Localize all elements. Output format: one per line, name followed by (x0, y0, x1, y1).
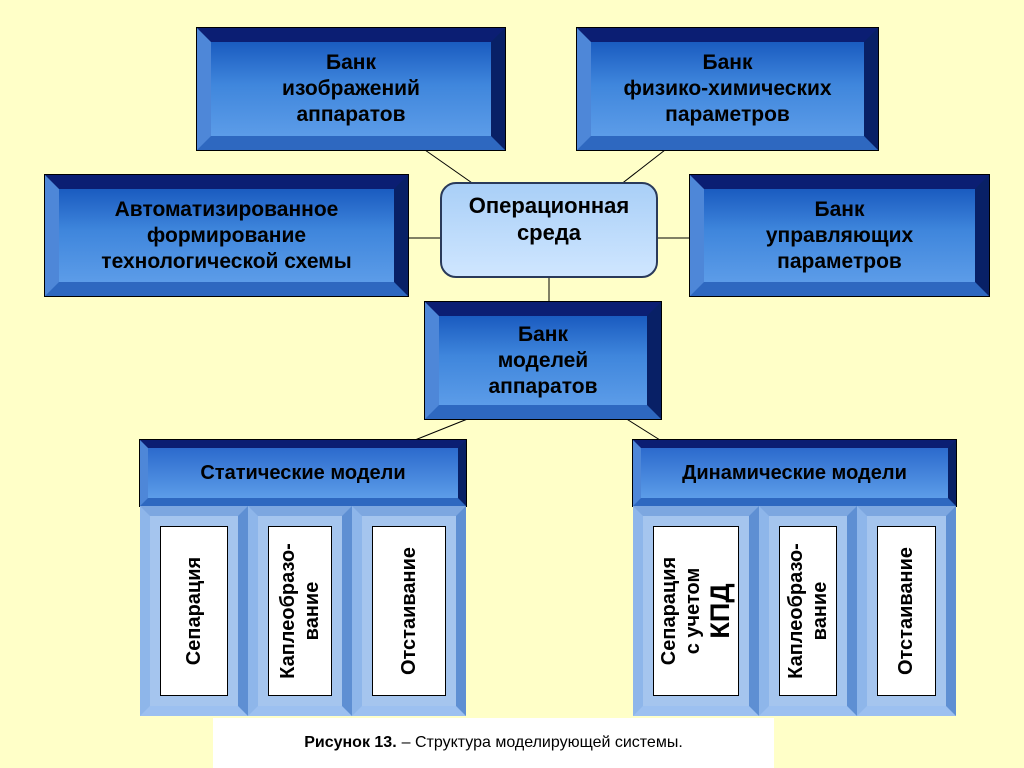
figure-caption: Рисунок 13. – Структура моделирующей сис… (213, 718, 774, 768)
models-bank-box: Банк моделей аппаратов (424, 301, 662, 420)
dynamic-settling-label: Отстаивание (895, 546, 918, 676)
control-bank-box: Банк управляющих параметров (689, 174, 990, 297)
physchem-bank-label: Банк физико-химических параметров (623, 51, 832, 126)
line-models-to-static (414, 417, 471, 441)
operating-environment-box: Операционная среда (440, 182, 658, 278)
control-bank-label: Банк управляющих параметров (765, 197, 914, 273)
line-models-to-dynamic (624, 417, 661, 441)
static-separation-label: Сепарация (183, 556, 205, 666)
static-droplet-cell: Каплеобразо- вание (248, 506, 352, 716)
caption-text: – Структура моделирующей системы. (401, 734, 683, 751)
static-separation-cell: Сепарация (140, 506, 248, 716)
dynamic-models-title: Динамические модели (682, 461, 907, 484)
caption-label: Рисунок 13. (304, 734, 397, 751)
dynamic-separation-cell: Сепарация с учетом КПД (633, 506, 759, 716)
static-models-header: Статические модели (139, 439, 467, 507)
static-models-title: Статические модели (200, 461, 406, 484)
automated-scheme-label: Автоматизированное формирование технолог… (101, 197, 352, 273)
dynamic-droplet-cell: Каплеобразо- вание (759, 506, 857, 716)
dynamic-models-header: Динамические модели (632, 439, 957, 507)
static-settling-label: Отстаивание (398, 546, 421, 676)
static-settling-cell: Отстаивание (352, 506, 466, 716)
line-images-to-env (424, 149, 476, 186)
dynamic-settling-cell: Отстаивание (857, 506, 956, 716)
dynamic-separation-label: Сепарация с учетом КПД (657, 557, 735, 665)
dynamic-droplet-label: Каплеобразо- вание (785, 543, 832, 679)
static-droplet-label: Каплеобразо- вание (277, 543, 324, 679)
operating-environment-label: Операционная среда (468, 193, 630, 245)
physchem-bank-box: Банк физико-химических параметров (576, 27, 879, 151)
line-physchem-to-env (619, 149, 666, 186)
models-bank-label: Банк моделей аппаратов (488, 322, 598, 398)
dynamic-separation-line3: КПД (705, 583, 735, 639)
images-bank-box: Банк изображений аппаратов (196, 27, 506, 151)
automated-scheme-box: Автоматизированное формирование технолог… (44, 174, 409, 297)
images-bank-label: Банк изображений аппаратов (282, 51, 420, 126)
dynamic-separation-line2: с учетом (682, 567, 704, 655)
dynamic-separation-line1: Сепарация (658, 556, 680, 666)
